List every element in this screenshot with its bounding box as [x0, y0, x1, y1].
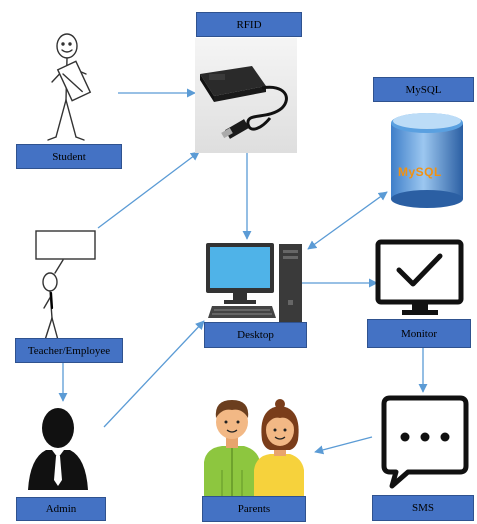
arrow-admin-to-desktop — [103, 320, 205, 428]
mysql-label: MySQL — [373, 77, 474, 102]
arrow-teacher-to-rfid — [97, 151, 200, 229]
rfid-reader-image — [195, 38, 297, 153]
student-figure — [47, 33, 92, 141]
rfid-label: RFID — [196, 12, 302, 37]
teacher-figure — [35, 230, 96, 341]
sms-speech-bubble-icon — [381, 395, 469, 489]
monitor-check-icon — [375, 239, 464, 315]
arrows — [58, 88, 428, 455]
teacher-employee-label: Teacher/Employee — [15, 338, 123, 363]
arrow-mysql-desktop — [307, 191, 388, 250]
parents-label: Parents — [202, 496, 306, 522]
parents-icon — [204, 399, 304, 500]
sms-label: SMS — [372, 495, 474, 521]
mysql-logo-text: MySQL — [398, 165, 442, 179]
student-label: Student — [16, 144, 122, 169]
arrow-sms-to-parents — [314, 436, 373, 455]
admin-silhouette-icon — [28, 408, 88, 490]
mysql-database-icon — [391, 113, 463, 208]
desktop-label: Desktop — [204, 322, 307, 348]
monitor-label: Monitor — [367, 319, 471, 348]
desktop-computer-icon — [206, 243, 302, 322]
admin-label: Admin — [16, 497, 106, 521]
